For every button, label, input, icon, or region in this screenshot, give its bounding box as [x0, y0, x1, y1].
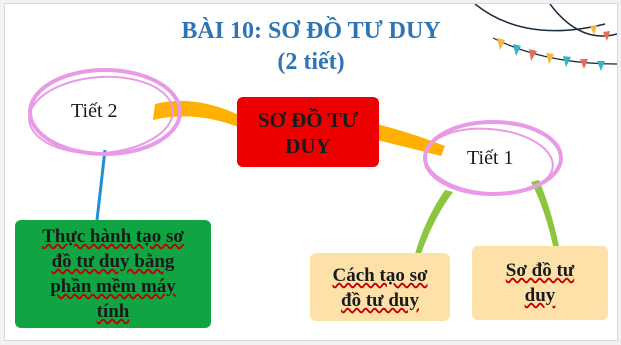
leaf-mindmap-line-2: duy	[524, 285, 556, 306]
central-topic-line-1: SƠ ĐỒ TƯ	[257, 108, 359, 132]
branch-label-tiet-2: Tiết 2	[71, 100, 118, 122]
leaf-how-to-line-1: Cách tạo sơ	[332, 265, 428, 286]
connector-green-right	[531, 180, 559, 246]
ellipse-tiet-1	[423, 120, 563, 196]
bunting-decoration	[474, 4, 617, 71]
mindmap-graphics	[28, 4, 617, 254]
leaf-practice-line-3: phần mềm máy	[50, 276, 176, 297]
ellipse-tiet-2	[28, 68, 182, 156]
leaf-mindmap-box: Sơ đồ tư duy	[472, 246, 608, 320]
branch-label-tiet-1: Tiết 1	[467, 147, 514, 169]
leaf-mindmap-line-1: Sơ đồ tư	[505, 260, 575, 281]
leaf-practice-line-2: đồ tư duy bằng	[51, 251, 175, 272]
connector-blue	[95, 149, 107, 221]
title-line-1: BÀI 10: SƠ ĐỒ TƯ DUY	[181, 18, 441, 44]
connector-green-left	[415, 190, 453, 254]
central-topic-line-2: DUY	[285, 134, 331, 158]
connector-left	[153, 100, 241, 128]
leaf-how-to-box: Cách tạo sơ đồ tư duy	[310, 253, 450, 321]
central-topic-box: SƠ ĐỒ TƯ DUY	[237, 97, 379, 167]
leaf-practice-line-1: Thực hành tạo sơ	[42, 226, 184, 247]
leaf-how-to-line-2: đồ tư duy	[341, 290, 419, 311]
leaf-practice-line-4: tính	[96, 301, 130, 322]
leaf-practice-box: Thực hành tạo sơ đồ tư duy bằng phần mềm…	[15, 220, 211, 328]
title-line-2: (2 tiết)	[277, 49, 345, 75]
slide: BÀI 10: SƠ ĐỒ TƯ DUY (2 tiết) SƠ ĐỒ TƯ D…	[4, 3, 618, 341]
